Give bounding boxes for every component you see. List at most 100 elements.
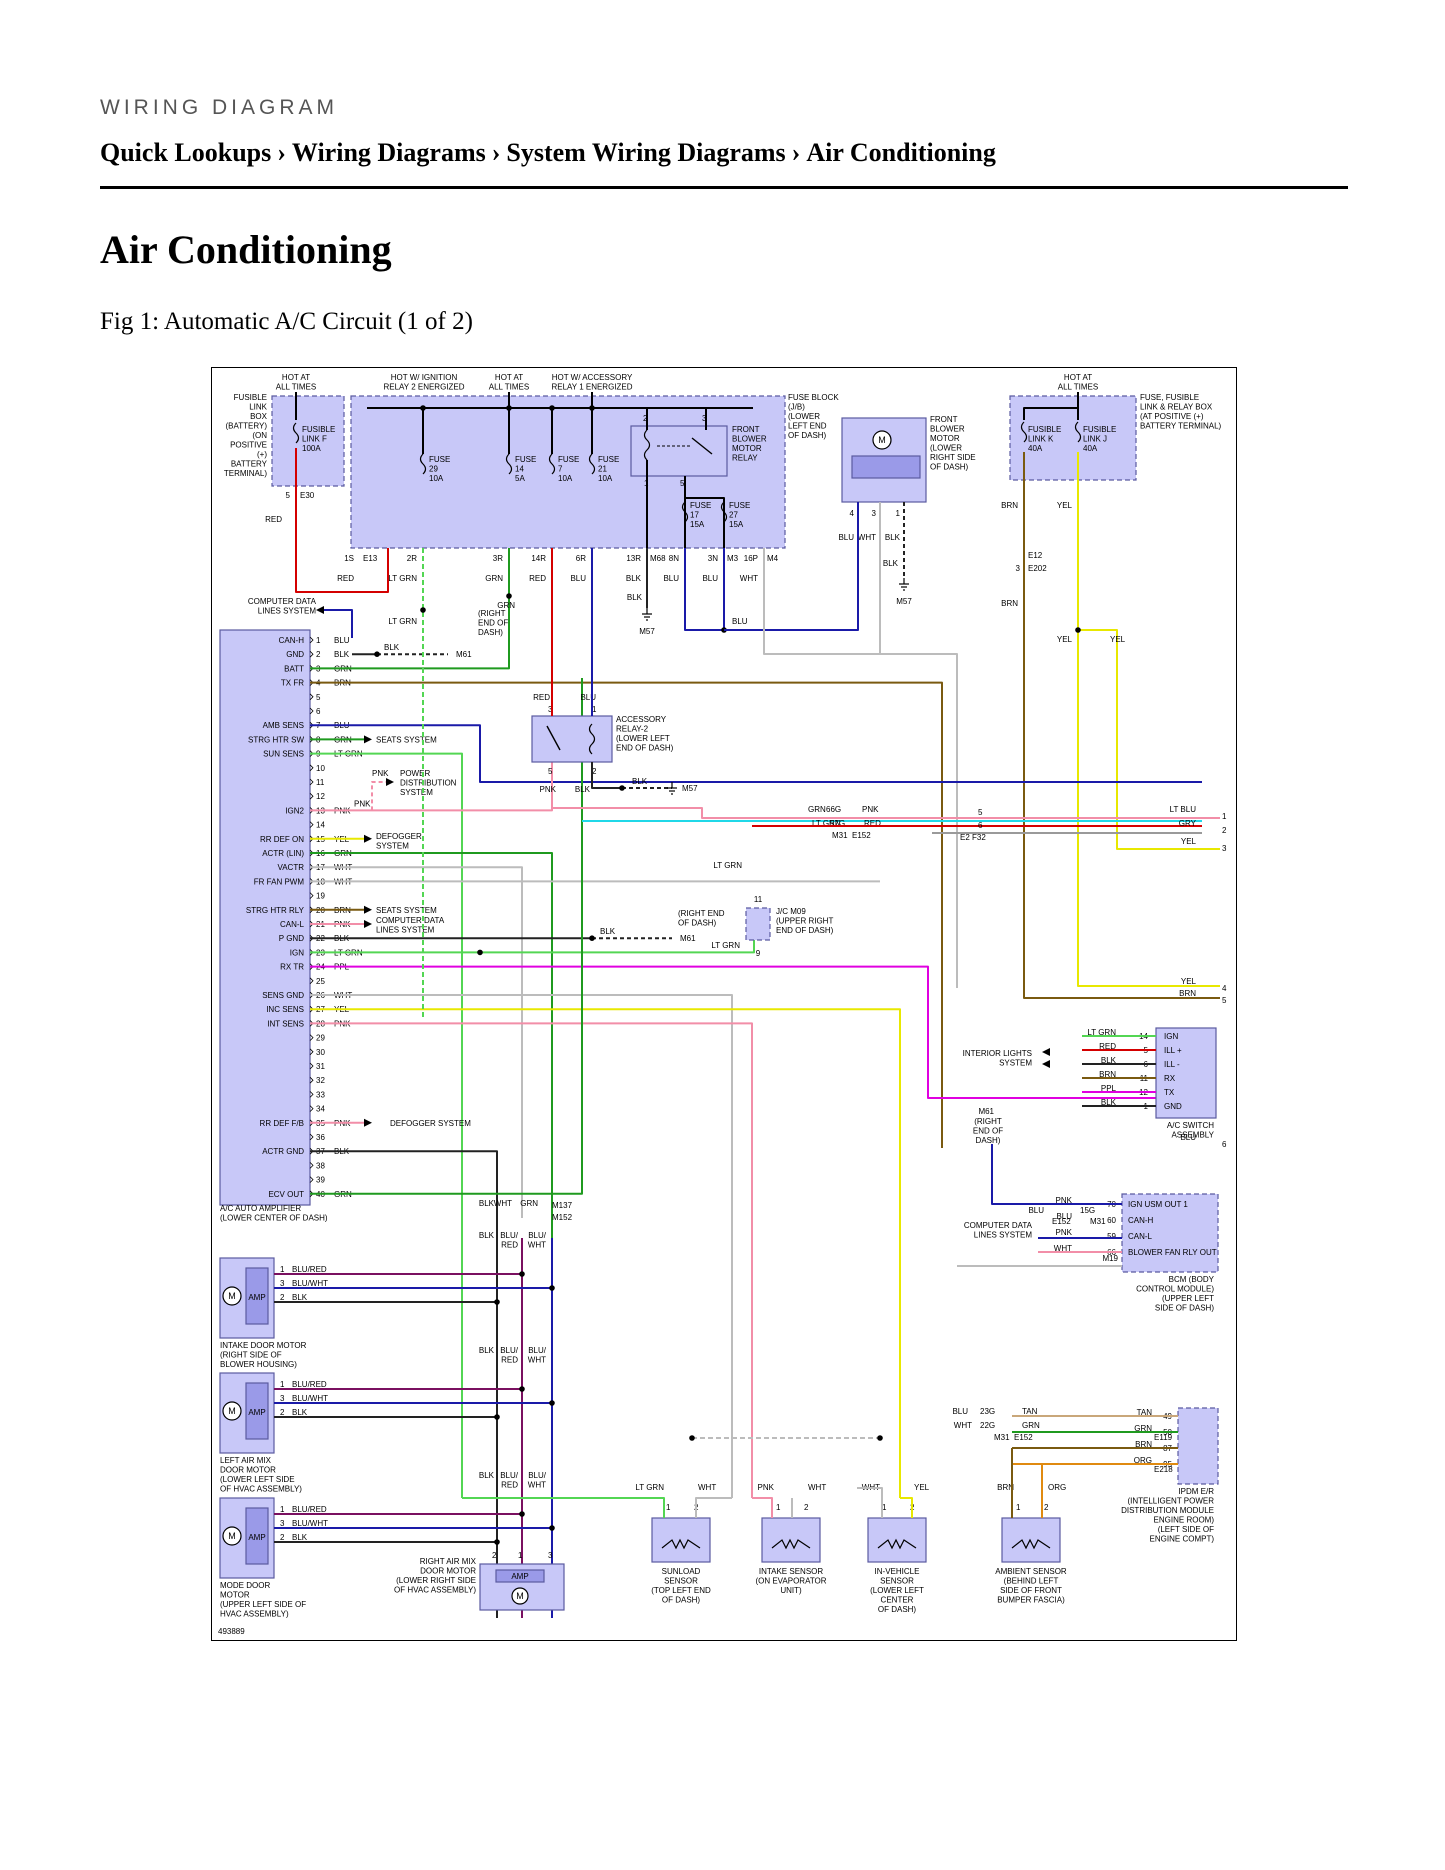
diagram-label: 19 (316, 892, 325, 901)
diagram-label: 1 (280, 1505, 285, 1514)
diagram-label: RED (533, 693, 550, 702)
diagram-label: HOT AT (495, 373, 523, 382)
diagram-label: RELAY (732, 454, 758, 463)
blower-motor-base (851, 455, 921, 479)
diagram-label: END OF DASH) (776, 926, 834, 935)
diagram-label: 12 (316, 792, 325, 801)
diagram-label: INTAKE SENSOR (759, 1567, 824, 1576)
diagram-label: CAN-H (279, 636, 305, 645)
pin-terminal-icon (309, 892, 314, 899)
diagram-label: 4 (1222, 984, 1227, 993)
diagram-label: BLK (479, 1231, 495, 1240)
diagram-label: LEFT AIR MIX (220, 1456, 272, 1465)
pin-terminal-icon (309, 1034, 314, 1041)
diagram-label: 10A (558, 474, 573, 483)
wire-color-label: BLU (702, 574, 718, 583)
diagram-label: M31 (832, 831, 848, 840)
splice-dot (519, 1271, 525, 1277)
sensor-element-icon (1011, 1538, 1051, 1550)
diagram-label: COMPUTER DATA (248, 597, 317, 606)
diagram-label: INT SENS (267, 1019, 304, 1028)
diagram-label: 2 (643, 414, 648, 423)
diagram-label: M152 (552, 1213, 573, 1222)
diagram-label: YEL (1057, 501, 1073, 510)
diagram-label: BLOWER HOUSING) (220, 1360, 297, 1369)
diagram-label: INTAKE DOOR MOTOR (220, 1341, 307, 1350)
diagram-label: ACTR GND (262, 1147, 304, 1156)
diagram-label: F32 (972, 833, 986, 842)
diagram-label: M19 (1102, 1254, 1118, 1263)
arrow-icon (364, 834, 372, 843)
diagram-label: BLU/ (500, 1471, 519, 1480)
diagram-label: 2 (492, 1551, 497, 1560)
diagram-label: GRN (808, 805, 826, 814)
diagram-label: (RIGHT SIDE OF (220, 1351, 282, 1360)
diagram-label: GND (1164, 1102, 1182, 1111)
diagram-label: 1 (1016, 1503, 1021, 1512)
diagram-label: DOOR MOTOR (220, 1466, 276, 1475)
diagram-label: RELAY 2 ENERGIZED (383, 383, 464, 392)
diagram-label: 23G (980, 1407, 995, 1416)
breadcrumb-quick-lookups[interactable]: Quick Lookups (100, 138, 272, 167)
diagram-label: BLU/ (500, 1346, 519, 1355)
arrow-icon (364, 1118, 372, 1127)
diagram-label: 1 (882, 1503, 887, 1512)
diagram-label: RED (501, 1241, 518, 1250)
diagram-label: IGN (290, 948, 304, 957)
diagram-label: BLU/RED (292, 1265, 327, 1274)
diagram-label: LT GRN (812, 819, 841, 828)
diagram-label: 38 (316, 1161, 325, 1170)
wire-blu-8n-3n (684, 548, 725, 631)
diagram-label: 6 (1222, 1140, 1227, 1149)
diagram-label: BRN (1099, 1070, 1116, 1079)
diagram-label: OF HVAC ASSEMBLY) (394, 1586, 476, 1595)
diagram-label: (LOWER RIGHT SIDE (396, 1576, 476, 1585)
diagram-label: E218 (1154, 1465, 1173, 1474)
diagram-label: LT GRN (635, 1483, 664, 1492)
pin-terminal-icon (309, 1162, 314, 1169)
diagram-label: (J/B) (788, 403, 805, 412)
diagram-label: LINK F (302, 435, 327, 444)
diagram-label: (BATTERY) (226, 422, 268, 431)
fuse-element-icon (505, 453, 513, 475)
diagram-label: (LOWER (930, 444, 962, 453)
diagram-label: GRY (1179, 819, 1197, 828)
diagram-label: SEATS SYSTEM (376, 906, 437, 915)
diagram-label: 5 (978, 808, 983, 817)
wire-pnk-66g (552, 807, 1220, 819)
diagram-label: M61 (456, 650, 472, 659)
diagram-label: WHT (954, 1421, 972, 1430)
diagram-label: TAN (1137, 1408, 1153, 1417)
motor-symbol-label: M (878, 435, 886, 445)
diagram-label: LINES SYSTEM (258, 607, 317, 616)
diagram-label: BLK (292, 1533, 308, 1542)
diagram-label: POSITIVE (230, 441, 267, 450)
breadcrumb-wiring-diagrams[interactable]: Wiring Diagrams (291, 138, 486, 167)
diagram-label: ORG (1134, 1456, 1152, 1465)
arrow-icon (364, 735, 372, 744)
diagram-label: HOT W/ IGNITION (391, 373, 458, 382)
diagram-label: TX FR (281, 679, 304, 688)
sensor-body (651, 1517, 711, 1563)
pin-terminal-icon (309, 1048, 314, 1056)
diagram-label: (TOP LEFT END (651, 1586, 711, 1595)
diagram-label: DASH) (478, 628, 503, 637)
diagram-label: OF DASH) (662, 1596, 701, 1605)
diagram-label: 1 (1222, 812, 1227, 821)
diagram-label: 14R (531, 554, 546, 563)
page-title: Air Conditioning (100, 227, 392, 272)
diagram-label: PNK (354, 799, 371, 808)
splice-dot (549, 1285, 555, 1291)
diagram-label: BLK (883, 559, 899, 568)
diagram-label: ILL + (1164, 1046, 1182, 1055)
diagram-label: LT BLU (1170, 805, 1197, 814)
diagram-label: IGN USM OUT 1 (1128, 1200, 1188, 1209)
diagram-label: LT GRN (711, 941, 740, 950)
breadcrumb-system-wiring-diagrams[interactable]: System Wiring Diagrams (506, 138, 786, 167)
splice-dot (494, 1414, 500, 1420)
blower-motor-icon (872, 430, 892, 450)
diagram-label: GRN (520, 1199, 538, 1208)
diagram-label: FUSIBLE (1028, 425, 1061, 434)
diagram-label: BLU/WHT (292, 1519, 328, 1528)
wire-pnk-int (310, 1022, 753, 1498)
